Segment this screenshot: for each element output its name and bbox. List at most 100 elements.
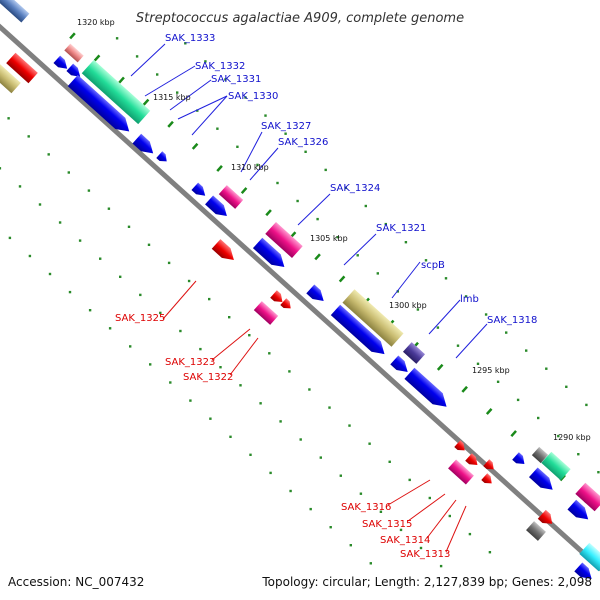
gene-feature-red[interactable] bbox=[465, 453, 481, 468]
guide-dot bbox=[296, 199, 299, 203]
guide-dot bbox=[169, 381, 172, 384]
gene-feature-red[interactable] bbox=[481, 473, 494, 486]
tick-mark bbox=[338, 275, 346, 283]
gene-feature-red[interactable] bbox=[6, 52, 38, 84]
gene-feature-salmon[interactable] bbox=[64, 43, 84, 63]
gene-feature-red[interactable] bbox=[270, 290, 286, 305]
gene-feature-pink[interactable] bbox=[575, 482, 600, 512]
leader-line bbox=[144, 65, 196, 97]
guide-dot bbox=[376, 272, 379, 275]
gene-feature-sak-1318[interactable] bbox=[404, 367, 451, 413]
gene-feature-olive[interactable] bbox=[0, 62, 21, 94]
guide-dot bbox=[344, 186, 347, 190]
gene-feature-blue[interactable] bbox=[390, 355, 411, 377]
gene-feature-blue[interactable] bbox=[574, 562, 595, 584]
gene-feature-gray[interactable] bbox=[526, 521, 546, 541]
gene-feature-steel[interactable] bbox=[0, 0, 30, 23]
gene-label-sak-1330[interactable]: SAK_1330 bbox=[228, 91, 278, 102]
leader-line bbox=[426, 499, 457, 539]
tick-mark bbox=[485, 408, 493, 415]
gene-label-sak-1332[interactable]: SAK_1332 bbox=[195, 61, 245, 72]
guide-dot bbox=[324, 168, 327, 172]
leader-line bbox=[343, 233, 377, 266]
gene-feature-green[interactable] bbox=[541, 451, 571, 481]
guide-dot bbox=[87, 189, 91, 192]
gene-feature-blue[interactable] bbox=[53, 55, 70, 73]
gene-label-sak-1333[interactable]: SAK_1333 bbox=[165, 33, 215, 44]
gene-label-sak-1316[interactable]: SAK_1316 bbox=[341, 502, 391, 513]
leader-line bbox=[249, 147, 279, 181]
gene-feature-cyan[interactable] bbox=[579, 542, 600, 572]
gene-feature-blue[interactable] bbox=[66, 63, 83, 81]
gene-label-sak-1325[interactable]: SAK_1325 bbox=[115, 313, 165, 324]
leader-line bbox=[297, 193, 331, 226]
guide-dot bbox=[244, 96, 247, 99]
guide-dot bbox=[119, 275, 122, 278]
gene-feature-sak-1333[interactable] bbox=[81, 59, 151, 125]
gene-label-sak-1322[interactable]: SAK_1322 bbox=[183, 372, 233, 383]
gene-feature-sak-1321[interactable] bbox=[330, 304, 389, 360]
genome-backbone bbox=[0, 23, 600, 572]
gene-feature-sak-1326[interactable] bbox=[218, 185, 244, 209]
guide-dot bbox=[468, 532, 472, 536]
guide-dot bbox=[484, 313, 488, 316]
gene-feature-red[interactable] bbox=[537, 509, 556, 528]
guide-dot bbox=[379, 510, 383, 513]
gene-feature-blue[interactable] bbox=[512, 452, 528, 467]
tick-mark bbox=[436, 363, 444, 371]
guide-dot bbox=[196, 109, 199, 112]
gene-feature-sak-1325[interactable] bbox=[211, 239, 239, 265]
gene-feature-lmb[interactable] bbox=[402, 342, 426, 364]
guide-dot bbox=[8, 236, 12, 240]
guide-dot bbox=[219, 366, 222, 369]
gene-label-sak-1326[interactable]: SAK_1326 bbox=[278, 137, 328, 148]
gene-feature-blue[interactable] bbox=[156, 151, 169, 164]
tick-label-1320: 1320 kbp bbox=[77, 18, 115, 27]
guide-dot bbox=[58, 221, 62, 224]
gene-label-sak-1313[interactable]: SAK_1313 bbox=[400, 549, 450, 560]
gene-label-scpb[interactable]: scpB bbox=[421, 260, 445, 271]
gene-feature-blue[interactable] bbox=[252, 237, 289, 273]
gene-feature-sak-1316[interactable] bbox=[448, 459, 474, 485]
gene-feature-blue[interactable] bbox=[191, 182, 208, 200]
guide-dot bbox=[316, 217, 319, 221]
tick-label-1290: 1290 kbp bbox=[553, 433, 591, 442]
guide-dot bbox=[396, 290, 399, 293]
gene-label-sak-1321[interactable]: SAK_1321 bbox=[376, 223, 426, 234]
gene-feature-sak-1330[interactable] bbox=[132, 133, 157, 158]
gene-label-sak-1315[interactable]: SAK_1315 bbox=[362, 519, 412, 530]
gene-feature-red[interactable] bbox=[280, 298, 293, 311]
guide-dot bbox=[108, 327, 112, 330]
gene-label-sak-1331[interactable]: SAK_1331 bbox=[211, 74, 261, 85]
tick-mark bbox=[240, 187, 248, 195]
guide-dot bbox=[264, 114, 267, 117]
leader-line bbox=[240, 131, 263, 173]
gene-feature-sak-1332[interactable] bbox=[67, 74, 134, 137]
gene-label-sak-1323[interactable]: SAK_1323 bbox=[165, 357, 215, 368]
gene-label-sak-1324[interactable]: SAK_1324 bbox=[330, 183, 380, 194]
guide-dot bbox=[288, 370, 291, 373]
gene-label-sak-1327[interactable]: SAK_1327 bbox=[261, 121, 311, 132]
leader-line bbox=[130, 43, 166, 77]
tick-label-1310: 1310 kbp bbox=[231, 163, 269, 172]
guide-dot bbox=[204, 60, 207, 63]
gene-feature-sak-1323[interactable] bbox=[253, 301, 279, 325]
gene-feature-blue[interactable] bbox=[567, 499, 592, 524]
gene-feature-blue[interactable] bbox=[306, 284, 327, 306]
gene-feature-sak-1324[interactable] bbox=[265, 222, 303, 258]
tick-label-1315: 1315 kbp bbox=[153, 93, 191, 102]
gene-label-sak-1318[interactable]: SAK_1318 bbox=[487, 315, 537, 326]
leader-line bbox=[391, 261, 421, 299]
gene-label-lmb[interactable]: lmb bbox=[460, 294, 479, 305]
gene-feature-scpb[interactable] bbox=[342, 289, 404, 347]
leader-line bbox=[428, 299, 461, 335]
guide-dot bbox=[147, 243, 151, 246]
tick-mark bbox=[461, 385, 468, 393]
gene-feature-red[interactable] bbox=[454, 440, 467, 453]
guide-dot bbox=[399, 528, 403, 532]
gene-feature-blue[interactable] bbox=[528, 467, 557, 494]
gene-label-sak-1314[interactable]: SAK_1314 bbox=[380, 535, 430, 546]
gene-feature-sak-1327[interactable] bbox=[205, 195, 231, 221]
gene-feature-gray[interactable] bbox=[531, 446, 549, 464]
gene-feature-red[interactable] bbox=[483, 459, 496, 472]
